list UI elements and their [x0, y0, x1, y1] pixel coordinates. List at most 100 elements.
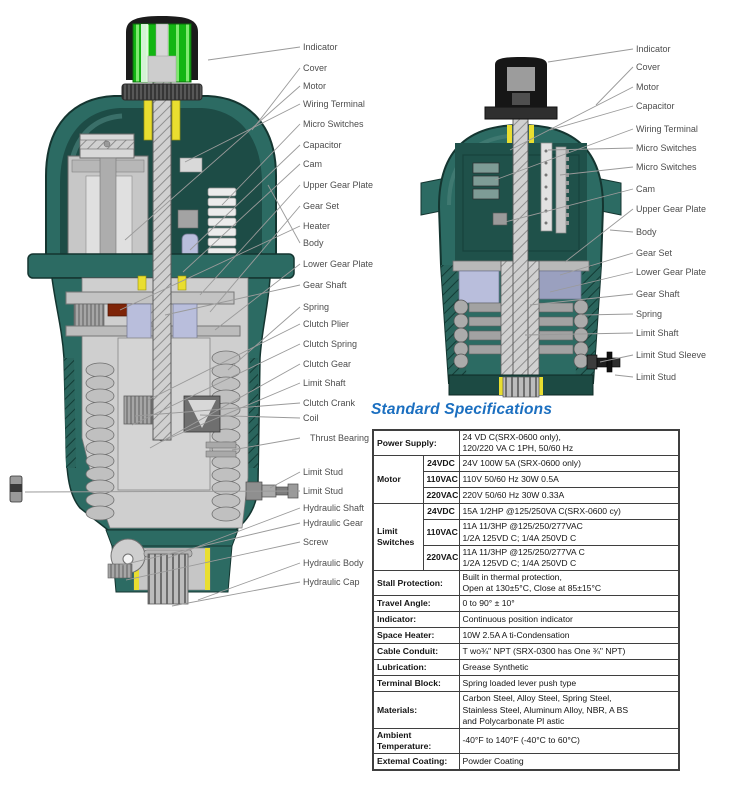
- part-label: Screw: [303, 537, 329, 547]
- part-label: Hydraulic Body: [303, 558, 364, 568]
- part-label: Capacitor: [636, 101, 675, 111]
- part-label: Limit Stud: [303, 486, 344, 496]
- spec-row: 110VAC 11A 11/3HP @125/250/277VAC 1/2A 1…: [373, 519, 680, 546]
- spec-value: 24V 100W 5A (SRX-0600 only): [458, 455, 680, 473]
- part-label: Spring: [636, 309, 663, 319]
- spec-label: Space Heater:: [372, 627, 460, 645]
- spec-row: Stall Protection: Built in thermal prote…: [372, 570, 680, 597]
- part-label: Motor: [303, 81, 327, 91]
- part-label: Indicator: [636, 44, 671, 54]
- spec-row: Limit Switches 24VDC 15A 1/2HP @125/250V…: [372, 503, 680, 572]
- spec-row: Motor 24VDC 24V 100W 5A (SRX-0600 only): [372, 455, 680, 505]
- spec-label: Stall Protection:: [372, 570, 460, 597]
- page-title: Standard Specifications: [371, 401, 553, 418]
- part-label: Gear Shaft: [636, 289, 680, 299]
- part-label: Wiring Terminal: [303, 99, 365, 109]
- spec-sublabel: 110VAC: [422, 471, 460, 489]
- spec-row: Space Heater: 10W 2.5A A ti-Condensation: [372, 627, 680, 645]
- part-label: Wiring Terminal: [636, 124, 698, 134]
- spec-label: Ambient Temperature:: [372, 727, 460, 755]
- part-label: Cam: [303, 159, 323, 169]
- spec-label: Materials:: [372, 691, 460, 729]
- spec-label: Travel Angle:: [372, 595, 460, 613]
- part-label: Cover: [303, 63, 328, 73]
- spec-value: 24 VD C(SRX-0600 only), 120/220 VA C 1PH…: [458, 429, 680, 457]
- part-label: Capacitor: [303, 140, 342, 150]
- spec-row: Cable Conduit: T wo¾" NPT (SRX-0300 has …: [372, 643, 680, 661]
- spec-label: Terminal Block:: [372, 675, 460, 693]
- spec-value: Powder Coating: [458, 753, 680, 771]
- part-label: Heater: [303, 221, 331, 231]
- spec-sublabel: 220VAC: [422, 544, 460, 572]
- spec-table: Power Supply: 24 VD C(SRX-0600 only), 12…: [372, 429, 680, 772]
- part-label: Coil: [303, 413, 319, 423]
- spec-label: Motor: [372, 455, 424, 505]
- part-label: Clutch Crank: [303, 398, 356, 408]
- spec-label: Limit Switches: [372, 503, 424, 572]
- part-label: Limit Shaft: [636, 328, 679, 338]
- part-label: Upper Gear Plate: [303, 180, 374, 190]
- part-label: Limit Stud Sleeve: [636, 350, 707, 360]
- part-label: Gear Set: [636, 248, 673, 258]
- part-label: Micro Switches: [636, 162, 697, 172]
- part-label: Limit Stud: [303, 467, 344, 477]
- part-label: Clutch Gear: [303, 359, 352, 369]
- spec-label: Indicator:: [372, 611, 460, 629]
- part-label: Clutch Plier: [303, 319, 350, 329]
- part-label: Gear Shaft: [303, 280, 347, 290]
- spec-value: 0 to 90° ± 10°: [458, 595, 680, 613]
- part-label: Gear Set: [303, 201, 340, 211]
- spec-row: 220VAC 11A 11/3HP @125/250/277VA C 1/2A …: [373, 544, 680, 572]
- right-actuator-cutaway: [420, 57, 622, 398]
- part-label: Indicator: [303, 42, 338, 52]
- spec-row: 220VAC 220V 50/60 Hz 30W 0.33A: [373, 487, 680, 505]
- spec-row: Ambient Temperature: -40°F to 140°F (-40…: [372, 727, 680, 755]
- spec-value: Continuous position indicator: [458, 611, 680, 629]
- part-label: Hydraulic Shaft: [303, 503, 365, 513]
- spec-value: T wo¾" NPT (SRX-0300 has One ¾" NPT): [458, 643, 680, 661]
- part-label: Hydraulic Gear: [303, 518, 364, 528]
- spec-value: 15A 1/2HP @125/250VA C(SRX-0600 cy): [458, 503, 680, 521]
- part-label: Cam: [636, 184, 656, 194]
- spec-sublabel: 110VAC: [422, 519, 460, 546]
- part-label: Thrust Bearing: [310, 433, 370, 443]
- part-label: Lower Gear Plate: [636, 267, 707, 277]
- spec-value: Built in thermal protection, Open at 130…: [458, 570, 680, 597]
- spec-value: 220V 50/60 Hz 30W 0.33A: [458, 487, 680, 505]
- spec-row: Materials: Carbon Steel, Alloy Steel, Sp…: [372, 691, 680, 729]
- spec-row: Terminal Block: Spring loaded lever push…: [372, 675, 680, 693]
- spec-label: Power Supply:: [372, 429, 460, 457]
- spec-value: Spring loaded lever push type: [458, 675, 680, 693]
- spec-row: Power Supply: 24 VD C(SRX-0600 only), 12…: [372, 429, 680, 457]
- part-label: Micro Switches: [303, 119, 364, 129]
- spec-label: Lubrication:: [372, 659, 460, 677]
- spec-sublabel: 24VDC: [422, 503, 460, 521]
- part-label: Motor: [636, 82, 660, 92]
- spec-value: 11A 11/3HP @125/250/277VAC 1/2A 125VD C;…: [458, 519, 680, 546]
- part-label: Body: [636, 227, 657, 237]
- spec-sublabel: 220VAC: [422, 487, 460, 505]
- part-label: Upper Gear Plate: [636, 204, 707, 214]
- part-label: Hydraulic Cap: [303, 577, 360, 587]
- left-actuator-cutaway: [9, 16, 299, 605]
- spec-value: Grease Synthetic: [458, 659, 680, 677]
- part-label: Cover: [636, 62, 661, 72]
- part-label: Micro Switches: [636, 143, 697, 153]
- part-label: Clutch Spring: [303, 339, 358, 349]
- spec-sublabel: 24VDC: [422, 455, 460, 473]
- spec-value: 11A 11/3HP @125/250/277VA C 1/2A 125VD C…: [458, 544, 680, 572]
- spec-row: Indicator: Continuous position indicator: [372, 611, 680, 629]
- spec-label: Extemal Coating:: [372, 753, 460, 771]
- part-label: Body: [303, 238, 324, 248]
- spec-value: 10W 2.5A A ti-Condensation: [458, 627, 680, 645]
- part-label: Spring: [303, 302, 330, 312]
- spec-value: -40°F to 140°F (-40°C to 60°C): [458, 727, 680, 755]
- spec-row: Extemal Coating: Powder Coating: [372, 753, 680, 771]
- spec-value: 110V 50/60 Hz 30W 0.5A: [458, 471, 680, 489]
- leader-lines: [24, 46, 634, 607]
- spec-row: Travel Angle: 0 to 90° ± 10°: [372, 595, 680, 613]
- part-label: Lower Gear Plate: [303, 259, 374, 269]
- part-label: Limit Stud: [636, 372, 677, 382]
